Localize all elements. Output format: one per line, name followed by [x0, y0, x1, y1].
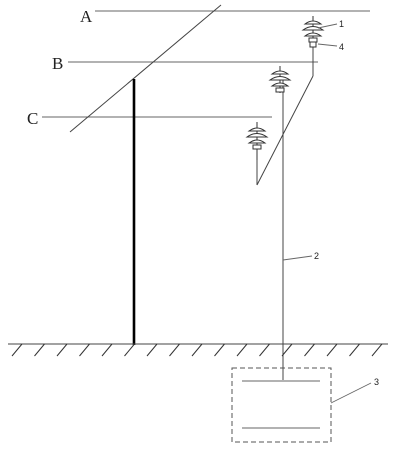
ground-hatch-mark — [259, 343, 270, 357]
ground-hatching — [11, 343, 383, 357]
insulator-middle — [268, 66, 292, 93]
ground-hatch-mark — [371, 343, 383, 357]
ground-hatch-mark — [79, 343, 90, 357]
ground-hatch-mark — [169, 343, 180, 357]
ground-hatch-mark — [11, 343, 23, 357]
label-phase-b: B — [52, 54, 63, 73]
leader-4 — [317, 43, 338, 47]
ground-hatch-mark — [56, 343, 68, 357]
label-phase-a: A — [80, 7, 93, 26]
callout-4: 4 — [339, 42, 344, 52]
ground-pit-box — [231, 367, 332, 443]
leader-1 — [317, 23, 338, 29]
ground-hatch-mark — [124, 343, 135, 357]
ground-hatch-mark — [349, 343, 360, 357]
callout-1: 1 — [339, 19, 344, 29]
ground-hatch-mark — [191, 343, 203, 357]
leader-2 — [282, 255, 313, 261]
callout-3: 3 — [374, 377, 379, 387]
label-phase-c: C — [27, 109, 38, 128]
ground-hatch-mark — [326, 343, 338, 357]
down-lead-diagonal — [256, 75, 314, 186]
insulator-lower — [245, 122, 269, 160]
diagonal-crossarm — [69, 4, 222, 133]
leader-3 — [330, 382, 372, 404]
ground-hatch-mark — [304, 343, 315, 357]
ground-hatch-mark — [214, 343, 225, 357]
callout-2: 2 — [314, 251, 319, 261]
ground-hatch-mark — [101, 343, 113, 357]
ground-hatch-mark — [146, 343, 158, 357]
ground-hatch-mark — [281, 343, 293, 357]
insulator-top — [301, 16, 325, 48]
ground-hatch-mark — [236, 343, 248, 357]
ground-hatch-mark — [34, 343, 45, 357]
